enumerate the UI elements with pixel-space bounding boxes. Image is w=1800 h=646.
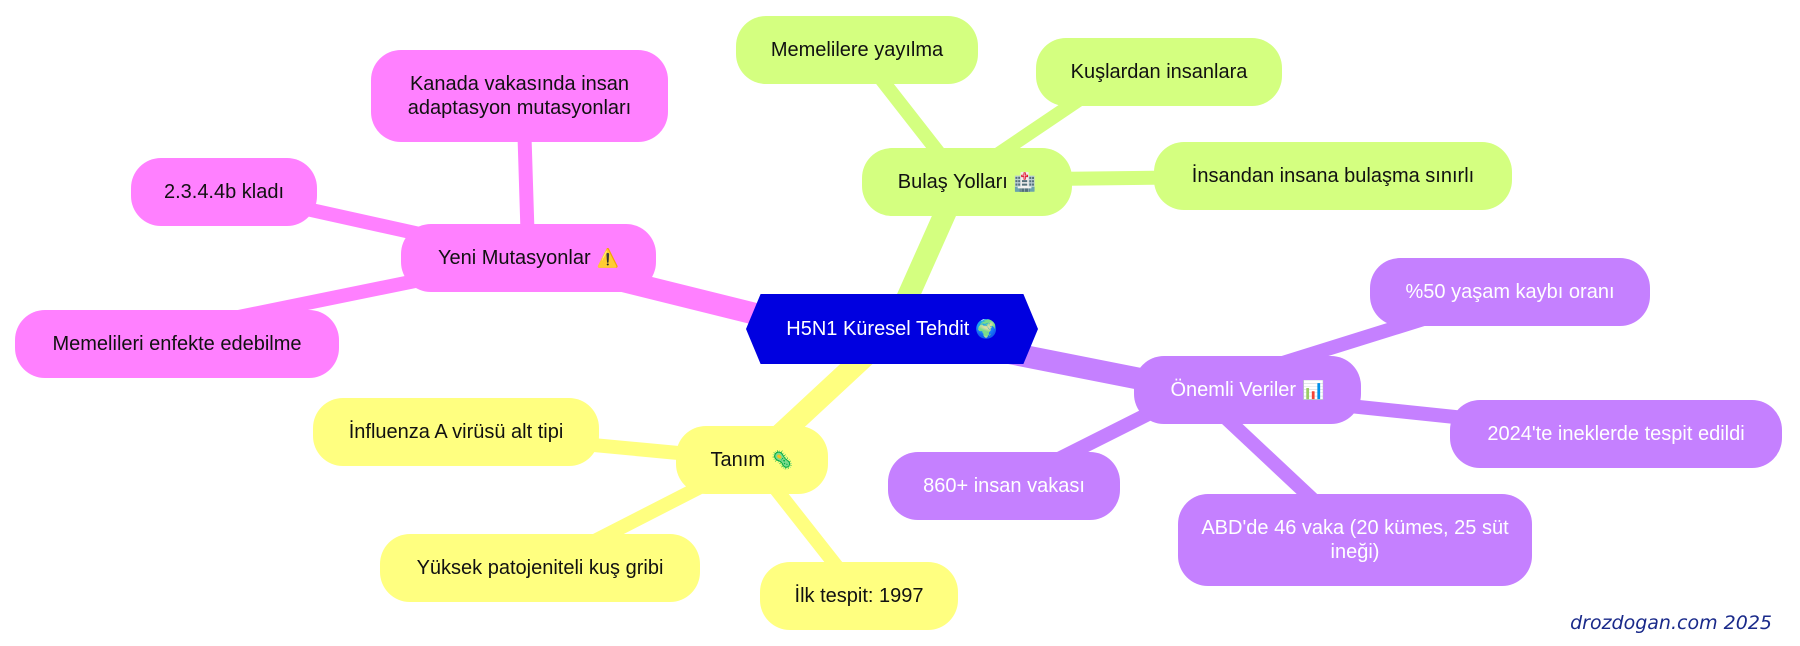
item-label: Kuşlardan insanlara <box>1070 61 1248 83</box>
branch-data[interactable]: Önemli Veriler 📊 <box>1134 356 1361 424</box>
mutations-item-1[interactable]: Kanada vakasında insan adaptasyon mutasy… <box>371 50 668 142</box>
item-label: İnsandan insana bulaşma sınırlı <box>1191 165 1475 187</box>
bar-chart-icon: 📊 <box>1302 380 1325 400</box>
hospital-icon: 🏥 <box>1013 172 1037 192</box>
item-label: Yüksek patojeniteli kuş gribi <box>416 557 664 579</box>
data-item-4[interactable]: 860+ insan vakası <box>888 452 1120 520</box>
root-node[interactable]: H5N1 Küresel Tehdit 🌍 <box>746 294 1038 364</box>
data-item-3[interactable]: ABD'de 46 vaka (20 kümes, 25 süt ineği) <box>1178 494 1532 586</box>
item-label: %50 yaşam kaybı oranı <box>1405 281 1615 303</box>
branch-label: Bulaş Yolları <box>897 171 1008 193</box>
transmission-item-3[interactable]: İnsandan insana bulaşma sınırlı <box>1154 142 1512 210</box>
definition-item-3[interactable]: İlk tespit: 1997 <box>760 562 958 630</box>
definition-item-1[interactable]: İnfluenza A virüsü alt tipi <box>313 398 599 466</box>
footer-credit: drozdogan.com 2025 <box>1570 612 1772 634</box>
definition-item-2[interactable]: Yüksek patojeniteli kuş gribi <box>380 534 700 602</box>
branch-label: Tanım <box>710 449 766 471</box>
warning-icon: ⚠️ <box>596 248 620 268</box>
item-label: Memelileri enfekte edebilme <box>52 333 302 355</box>
item-label: 2024'te ineklerde tespit edildi <box>1487 423 1745 445</box>
item-label: 860+ insan vakası <box>923 475 1085 497</box>
mutations-item-2[interactable]: 2.3.4.4b kladı <box>131 158 317 226</box>
item-label: İlk tespit: 1997 <box>794 585 924 607</box>
item-label: ABD'de 46 vaka (20 kümes, 25 süt ineği) <box>1201 517 1509 563</box>
branch-definition[interactable]: Tanım 🦠 <box>676 426 828 494</box>
root-label: H5N1 Küresel Tehdit <box>786 318 970 340</box>
item-label: 2.3.4.4b kladı <box>163 181 285 203</box>
branch-transmission[interactable]: Bulaş Yolları 🏥 <box>862 148 1072 216</box>
data-item-2[interactable]: 2024'te ineklerde tespit edildi <box>1450 400 1782 468</box>
mutations-item-3[interactable]: Memelileri enfekte edebilme <box>15 310 339 378</box>
branch-mutations[interactable]: Yeni Mutasyonlar ⚠️ <box>401 224 656 292</box>
globe-icon: 🌍 <box>975 319 998 339</box>
branch-label: Yeni Mutasyonlar <box>437 247 591 269</box>
transmission-item-2[interactable]: Kuşlardan insanlara <box>1036 38 1282 106</box>
microbe-icon: 🦠 <box>771 450 794 470</box>
item-label: İnfluenza A virüsü alt tipi <box>348 421 564 443</box>
item-label: Memelilere yayılma <box>770 39 944 61</box>
item-label: Kanada vakasında insan adaptasyon mutasy… <box>407 73 632 119</box>
data-item-1[interactable]: %50 yaşam kaybı oranı <box>1370 258 1650 326</box>
transmission-item-1[interactable]: Memelilere yayılma <box>736 16 978 84</box>
branch-label: Önemli Veriler <box>1170 379 1297 401</box>
